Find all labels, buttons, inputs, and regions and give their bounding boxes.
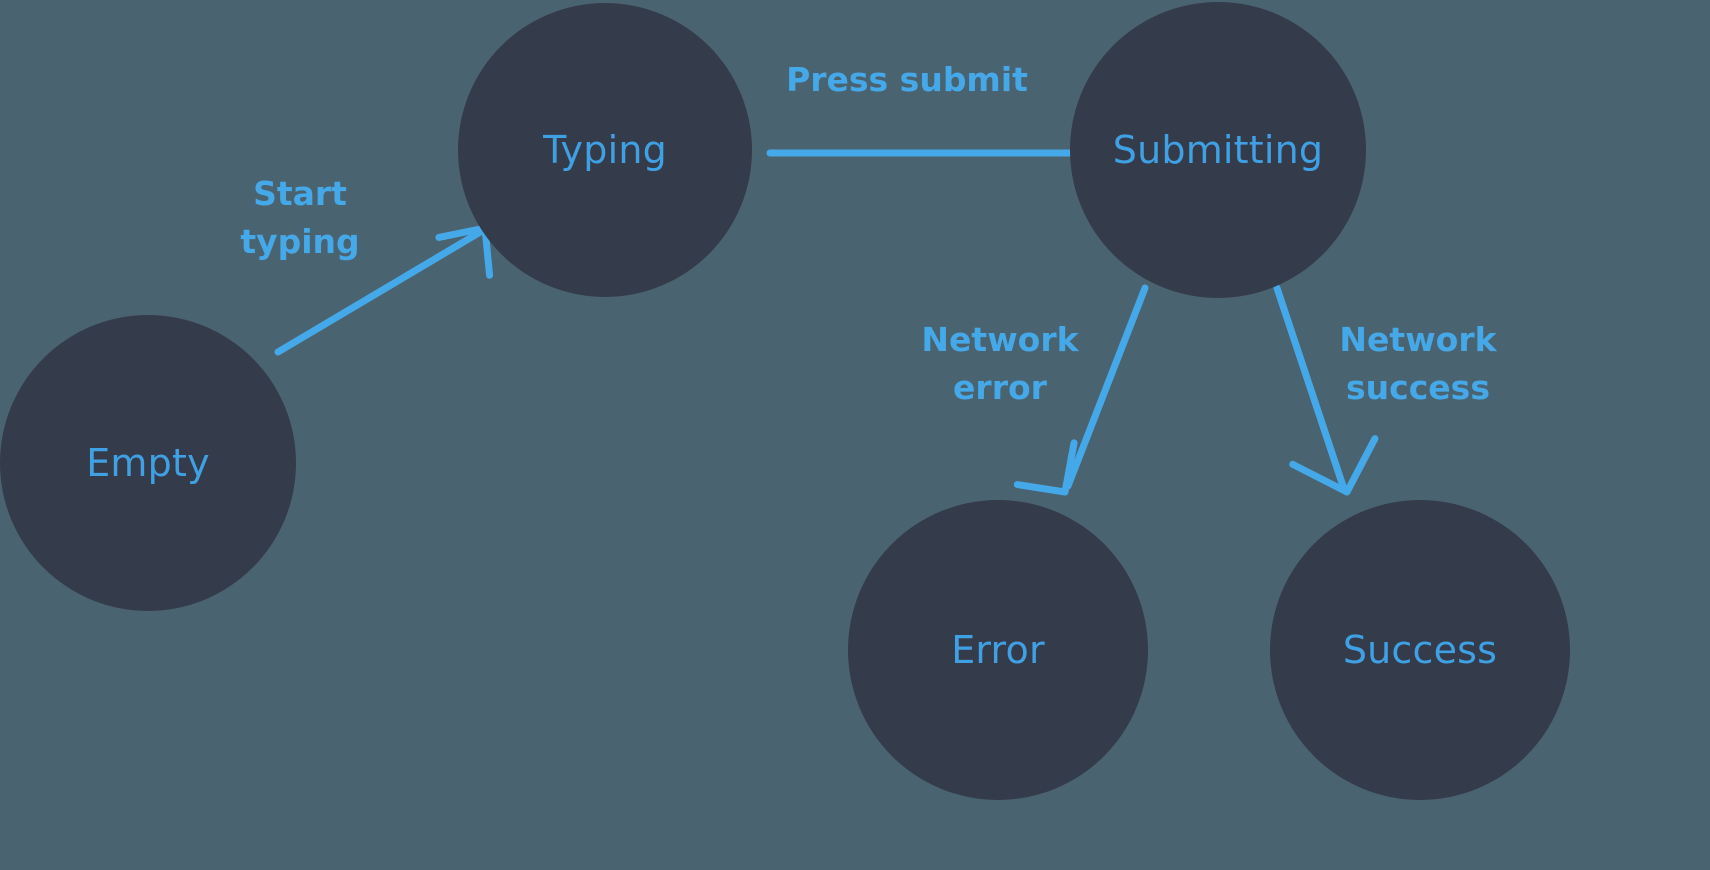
state-node-success[interactable]: Success xyxy=(1270,500,1570,800)
edge-label-network-success: Network success xyxy=(1339,320,1497,407)
state-node-label: Success xyxy=(1342,628,1498,672)
state-node-label: Empty xyxy=(86,441,210,485)
state-node-error[interactable]: Error xyxy=(848,500,1148,800)
state-node-label: Typing xyxy=(543,128,667,172)
arrowhead-icon xyxy=(1013,439,1078,496)
state-node-submitting[interactable]: Submitting xyxy=(1070,2,1366,298)
edge-label-network-error: Network error xyxy=(921,320,1079,407)
state-node-label: Error xyxy=(951,628,1045,672)
arrowhead-icon xyxy=(1289,435,1379,496)
state-node-empty[interactable]: Empty xyxy=(0,315,296,611)
state-node-typing[interactable]: Typing xyxy=(458,3,752,297)
state-node-label: Submitting xyxy=(1112,128,1324,172)
edge-label-press-submit: Press submit xyxy=(786,60,1028,100)
edge-line xyxy=(1273,284,1347,490)
edge-line xyxy=(1064,284,1149,490)
edge-label-start-typing: Start typing xyxy=(240,174,360,261)
